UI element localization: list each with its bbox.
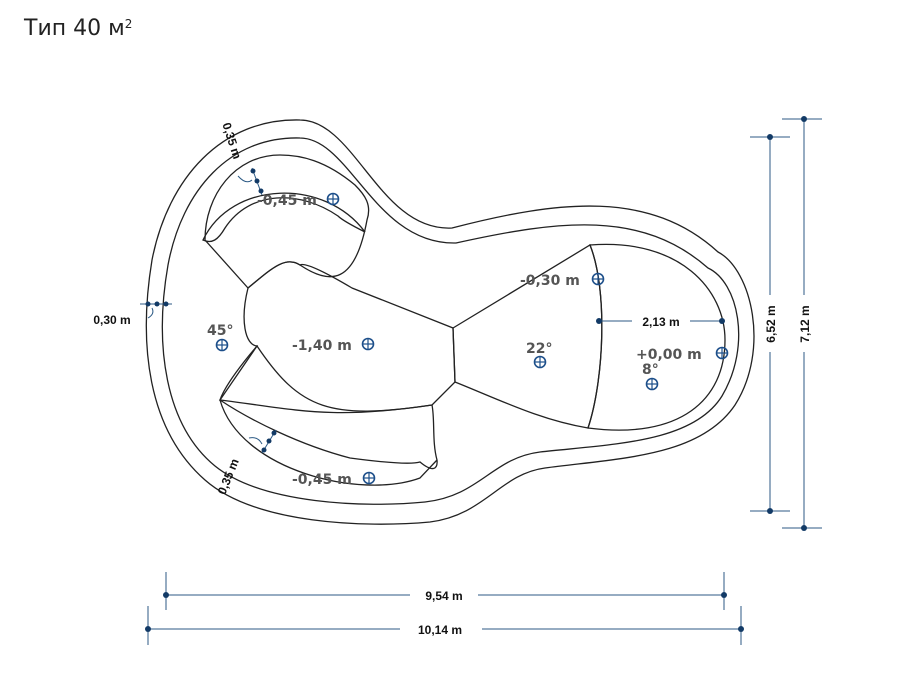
- slope-middle: 22°: [526, 341, 552, 357]
- slope-marker-right-icon: [645, 377, 659, 391]
- level-middle: -0,30 m: [520, 273, 580, 289]
- slope-marker-middle-icon: [533, 355, 547, 369]
- bottom-bench-lip: [219, 399, 438, 486]
- level-shallow: +0,00 m: [636, 347, 702, 363]
- dimension-outer-height: 7,12 m: [782, 116, 822, 531]
- inner-length-label: 9,54 m: [425, 589, 462, 603]
- outer-length-label: 10,14 m: [418, 623, 462, 637]
- bottom-bench: [219, 344, 438, 470]
- level-top-bench: -0,45 m: [257, 193, 317, 209]
- dimension-wall-left: 0,30 m: [93, 301, 172, 327]
- level-marker-middle-icon: [591, 272, 605, 286]
- shallow-zone: [587, 243, 726, 431]
- inner-outline: [161, 137, 740, 505]
- wall-left-label: 0,30 m: [93, 313, 130, 327]
- level-marker-shallow-icon: [715, 346, 729, 360]
- dimension-inner-length: 9,54 m: [163, 572, 727, 610]
- level-deep: -1,40 m: [292, 338, 352, 354]
- dimension-shallow-width: 2,13 m: [596, 315, 725, 329]
- wall-top-label: 0,35 m: [219, 121, 244, 161]
- top-bench: [202, 192, 366, 243]
- level-marker-bottom-icon: [362, 471, 376, 485]
- inner-height-label: 6,52 m: [764, 305, 778, 342]
- level-marker-top-icon: [326, 192, 340, 206]
- level-bottom-bench: -0,45 m: [292, 472, 352, 488]
- dimension-outer-length: 10,14 m: [145, 606, 744, 645]
- wall-bottom-label: 0,35 m: [215, 457, 242, 497]
- outer-outline: [145, 119, 755, 525]
- dimension-inner-height: 6,52 m: [750, 134, 790, 514]
- page-title: Тип 40 м2: [24, 16, 133, 41]
- outer-height-label: 7,12 m: [798, 305, 812, 342]
- pool-basin: [204, 154, 370, 289]
- slope-left: 45°: [207, 323, 233, 339]
- slope-marker-left-icon: [215, 338, 229, 352]
- shallow-width-label: 2,13 m: [642, 315, 679, 329]
- slope-right: 8°: [642, 362, 659, 378]
- level-marker-deep-icon: [361, 337, 375, 351]
